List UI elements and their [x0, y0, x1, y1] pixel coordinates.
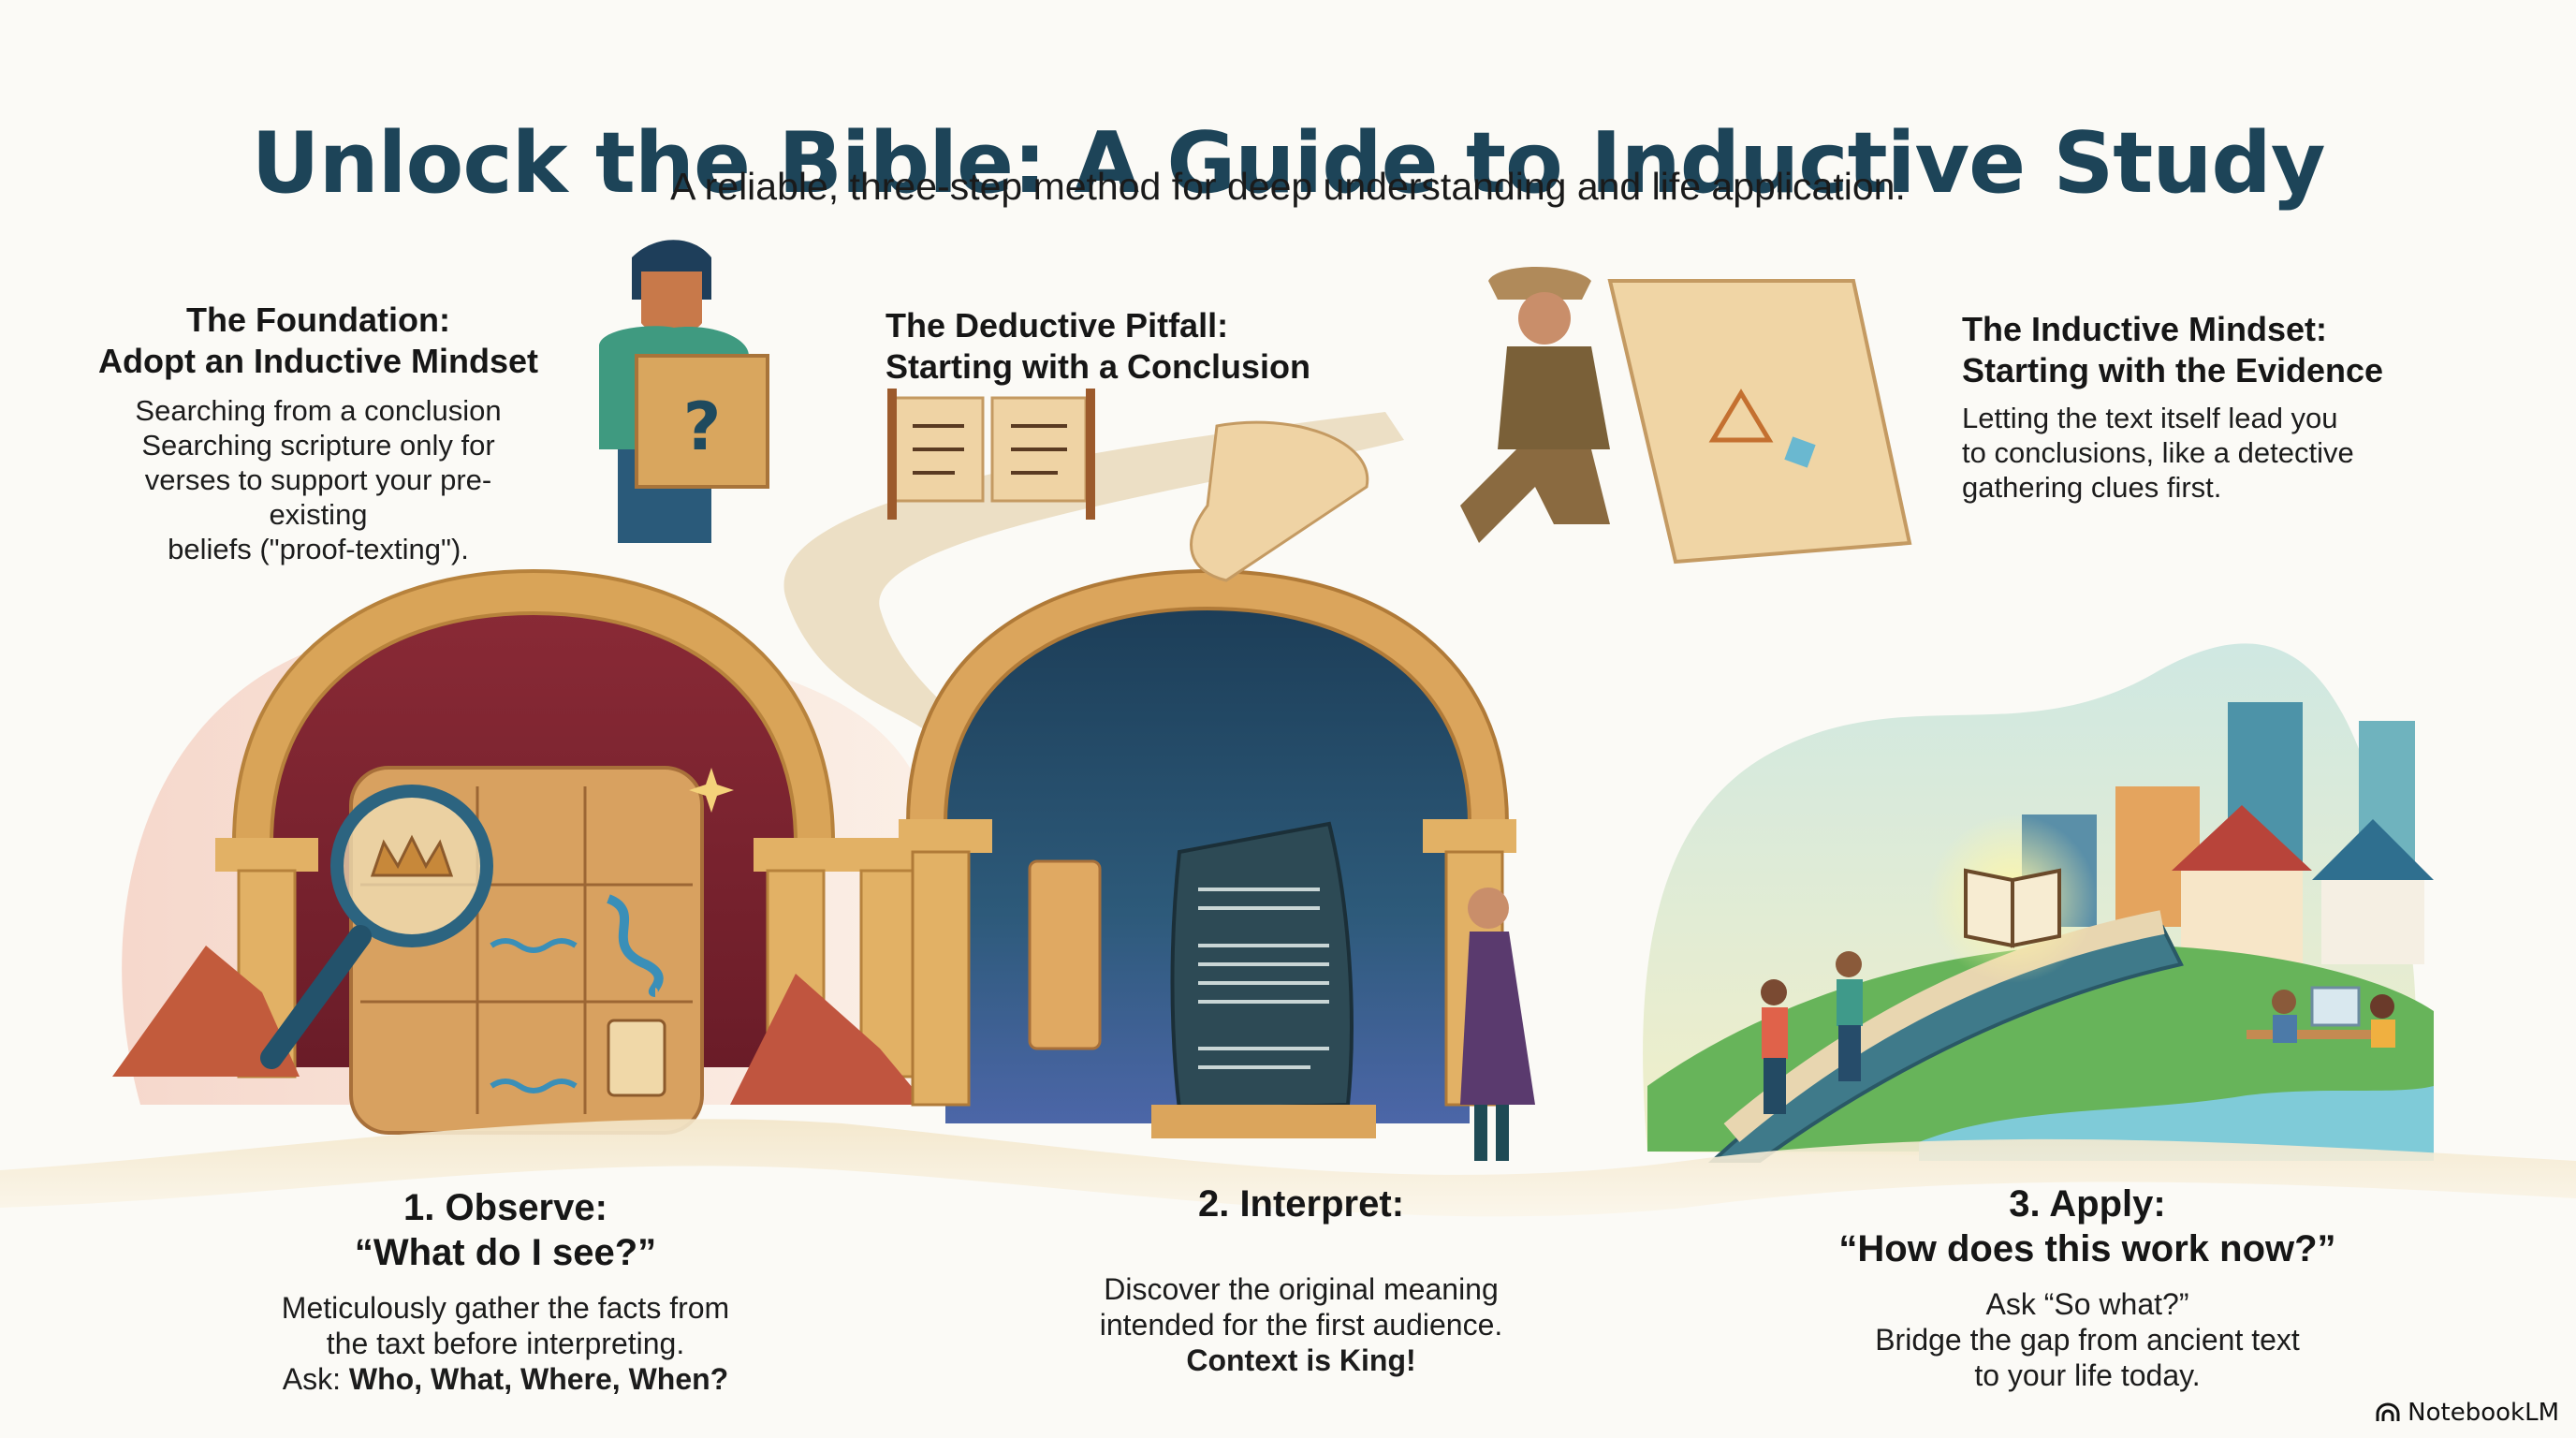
people-walking: [1761, 951, 1863, 1114]
inductive-mindset-section: The Inductive Mindset: Starting with the…: [1962, 309, 2449, 505]
foundation-heading-line1: The Foundation:: [186, 301, 450, 339]
inductive-body-line: gathering clues first.: [1962, 471, 2222, 504]
foundation-body-line: verses to support your pre-existing: [144, 463, 492, 531]
observe-ask-line: Ask: Who, What, Where, When?: [271, 1361, 739, 1397]
brand-label: NotebookLM: [2408, 1399, 2559, 1427]
step-apply: 3. Apply: “How does this work now?” Ask …: [1835, 1181, 2340, 1393]
svg-text:?: ?: [683, 389, 722, 465]
page-subtitle: A reliable, three-step method for deep u…: [670, 165, 1906, 208]
apply-body-line: to your life today.: [1974, 1358, 2201, 1392]
deductive-heading-line2: Starting with a Conclusion: [886, 347, 1311, 386]
observe-ask-prefix: Ask:: [282, 1362, 349, 1396]
observe-heading-line2: “What do I see?”: [354, 1232, 657, 1273]
deductive-pitfall-section: The Deductive Pitfall: Starting with a C…: [886, 305, 1316, 388]
apply-body-line: Bridge the gap from ancient text: [1875, 1323, 2300, 1357]
torn-scroll-icon: [887, 389, 1095, 520]
apply-body: Ask “So what?” Bridge the gap from ancie…: [1835, 1286, 2340, 1393]
inductive-heading-line2: Starting with the Evidence: [1962, 351, 2384, 389]
foundation-body: Searching from a conclusion Searching sc…: [98, 393, 538, 566]
page-title: Unlock the Bible: A Guide to Inductive S…: [251, 114, 2325, 213]
foundation-heading-line2: Adopt an Inductive Mindset: [98, 342, 539, 380]
foundation-body-line: Searching scripture only for: [141, 429, 495, 462]
inductive-body: Letting the text itself lead you to conc…: [1962, 401, 2449, 505]
interpret-body-line: Discover the original meaning: [1104, 1272, 1499, 1306]
interpret-body: Discover the original meaning intended f…: [1076, 1271, 1526, 1378]
houses: [2172, 805, 2434, 964]
observe-body-line: the taxt before interpreting.: [326, 1327, 685, 1360]
apply-heading-line2: “How does this work now?”: [1838, 1228, 2336, 1269]
observe-ask-questions: Who, What, Where, When?: [348, 1362, 729, 1396]
people-at-table: [2247, 986, 2395, 1048]
inductive-heading-line1: The Inductive Mindset:: [1962, 310, 2328, 348]
open-bible: [1964, 868, 2061, 948]
observe-heading-line1: 1. Observe:: [403, 1187, 607, 1228]
interpret-body-line: intended for the first audience.: [1099, 1308, 1503, 1342]
magnifying-glass: [260, 785, 493, 1069]
apply-body-line: Ask “So what?”: [1985, 1287, 2189, 1321]
apply-heading-line1: 3. Apply:: [2009, 1183, 2166, 1225]
foundation-body-line: beliefs ("proof-texting").: [168, 533, 469, 565]
archaeologist-figure: [1460, 267, 1912, 565]
scholar-figure: [1460, 888, 1535, 1161]
deductive-heading-line1: The Deductive Pitfall:: [886, 306, 1229, 345]
notebooklm-brand: NotebookLM: [2376, 1399, 2559, 1427]
observe-body: Meticulously gather the facts from the t…: [271, 1290, 739, 1397]
inductive-body-line: to conclusions, like a detective: [1962, 436, 2354, 469]
interpret-heading: 2. Interpret:: [1197, 1183, 1405, 1225]
interpret-emphasis: Context is King!: [1186, 1343, 1416, 1377]
notebooklm-logo-icon: [2376, 1402, 2400, 1421]
rosetta-stone: [1151, 821, 1376, 1138]
step-interpret: 2. Interpret: Discover the original mean…: [1076, 1181, 1526, 1378]
person-with-mystery-box: ?: [599, 240, 769, 543]
foundation-body-line: Searching from a conclusion: [135, 394, 502, 427]
foundation-section: The Foundation: Adopt an Inductive Minds…: [98, 300, 538, 566]
inductive-body-line: Letting the text itself lead you: [1962, 402, 2338, 434]
observe-body-line: Meticulously gather the facts from: [281, 1291, 730, 1325]
step-observe: 1. Observe: “What do I see?” Meticulousl…: [271, 1185, 739, 1397]
